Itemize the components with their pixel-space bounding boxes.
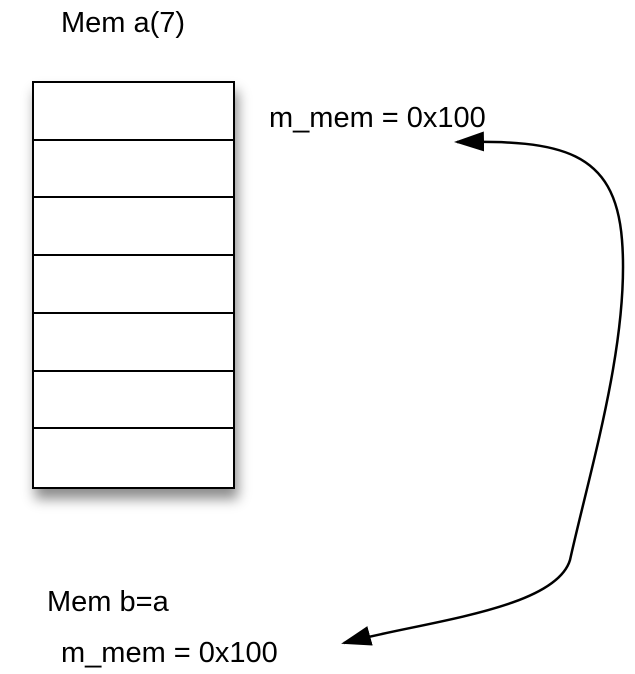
mem-b-pointer-label: m_mem = 0x100 [61,637,278,669]
memory-block-a [32,81,235,489]
memory-cell [34,83,233,141]
mem-a-pointer-label: m_mem = 0x100 [269,102,486,134]
mem-b-title: Mem b=a [47,586,169,618]
memory-cell [34,256,233,314]
bidirectional-arrow [341,131,625,646]
mem-a-title: Mem a(7) [61,7,186,39]
memory-cell [34,314,233,372]
memory-cell [34,198,233,257]
memory-cell [34,372,233,430]
memory-cell [34,141,233,199]
